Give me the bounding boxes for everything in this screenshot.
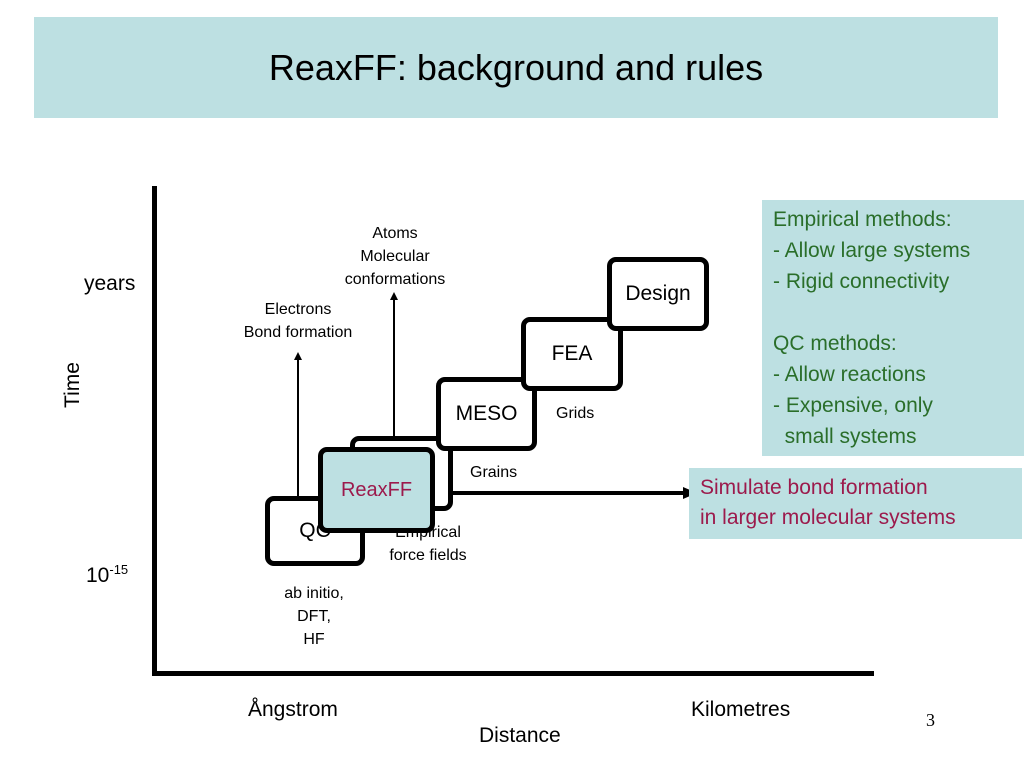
y-top-label: years [84, 272, 136, 295]
y-bottom-base: 10 [86, 564, 110, 587]
fea-box-label: FEA [551, 342, 593, 365]
qc-methods-line-1: ab initio, [284, 585, 344, 602]
y-bottom-label: 10-15 [86, 562, 128, 588]
reaxff-box-label: ReaxFF [340, 478, 413, 501]
electrons-line-1: Electrons [264, 301, 332, 318]
methods-line-2: - Allow large systems [773, 239, 971, 262]
bond-formation-line-2: in larger molecular systems [700, 506, 956, 529]
meso-box-label: MESO [455, 402, 518, 425]
electrons-line-2: Bond formation [243, 324, 353, 341]
page-number: 3 [926, 710, 935, 730]
title-bar: ReaxFF: background and rules [34, 17, 998, 118]
bond-formation-panel: Simulate bond formation in larger molecu… [689, 468, 1022, 539]
atoms-line-2: Molecular [360, 248, 430, 265]
atoms-line-1: Atoms [372, 225, 418, 242]
design-box-label: Design [625, 282, 691, 305]
grids-label: Grids [556, 405, 595, 422]
y-bottom-exponent: -15 [109, 562, 129, 577]
methods-info-panel: Empirical methods: - Allow large systems… [762, 200, 1024, 456]
reaxff-box: ReaxFF [318, 447, 435, 533]
qc-methods-annotation: ab initio, DFT, HF [264, 582, 364, 651]
x-left-label: Ångstrom [248, 698, 338, 721]
methods-line-5: QC methods: [773, 332, 897, 355]
qc-methods-line-2: DFT, [297, 608, 331, 625]
y-axis-title: Time [61, 362, 84, 408]
fea-box: FEA [521, 317, 623, 391]
x-axis [152, 671, 874, 676]
x-axis-title: Distance [479, 724, 561, 747]
x-right-label: Kilometres [691, 698, 791, 721]
grains-label: Grains [470, 464, 518, 481]
qc-methods-line-3: HF [303, 631, 325, 648]
methods-line-8: small systems [773, 425, 917, 448]
electrons-annotation: Electrons Bond formation [220, 298, 376, 344]
methods-line-3: - Rigid connectivity [773, 270, 950, 293]
bond-formation-line-1: Simulate bond formation [700, 476, 928, 499]
empirical-line-2: force fields [389, 547, 467, 564]
y-axis [152, 186, 157, 676]
methods-line-4 [773, 297, 1024, 328]
atoms-annotation: Atoms Molecular conformations [320, 222, 470, 291]
atoms-line-3: conformations [344, 271, 446, 288]
methods-line-1: Empirical methods: [773, 208, 952, 231]
slide-title: ReaxFF: background and rules [268, 46, 764, 88]
methods-line-7: - Expensive, only [773, 394, 933, 417]
design-box: Design [607, 257, 709, 331]
methods-line-6: - Allow reactions [773, 363, 926, 386]
meso-box: MESO [436, 377, 537, 451]
